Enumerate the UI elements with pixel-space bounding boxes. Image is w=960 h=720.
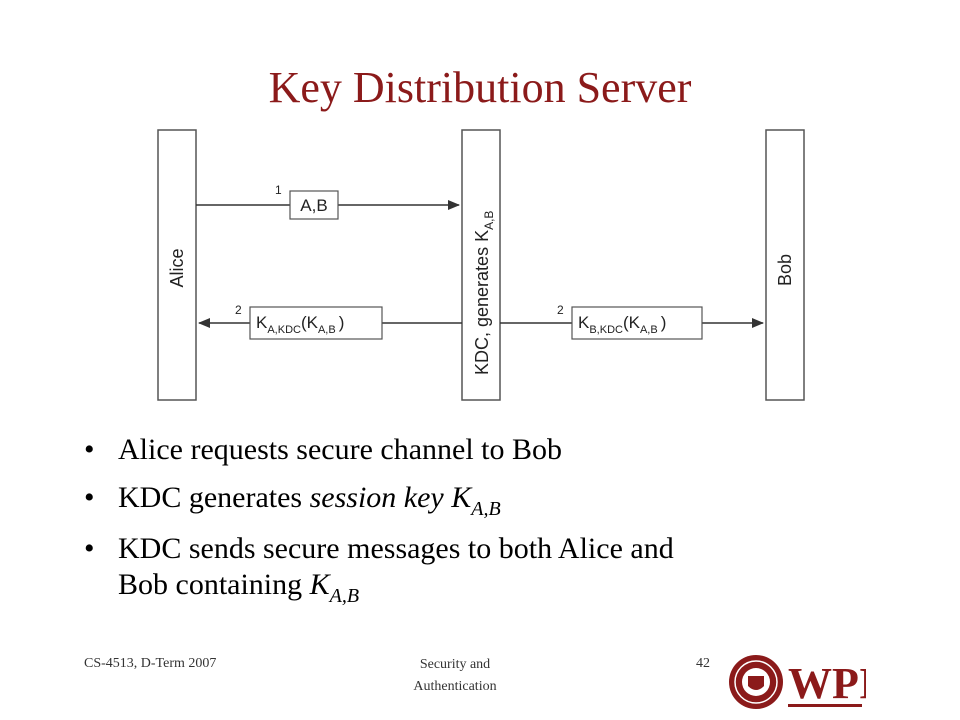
bullet-text-italic: K	[309, 568, 330, 601]
bullet-item: • KDC generates session key KA,B	[84, 480, 844, 520]
message-2b-box	[571, 306, 703, 340]
message-2b-number: 2	[557, 303, 564, 317]
kdc-label-sub: A,B	[482, 211, 496, 230]
kdc-label-prefix: KDC, generates K	[472, 230, 492, 375]
bullet-subscript: A,B	[329, 585, 360, 607]
bullet-text: Alice requests secure channel to Bob	[118, 433, 563, 466]
bullet-dot-icon: •	[84, 532, 95, 565]
message-2b-inner-sub: A,B	[640, 324, 658, 336]
message-2a-close: )	[339, 313, 345, 332]
bullet-dot-icon: •	[84, 433, 95, 466]
message-1-number: 1	[275, 183, 282, 197]
alice-label: Alice	[167, 248, 187, 287]
bullet-subscript: A,B	[471, 498, 501, 520]
footer-topic-line2: Authentication	[413, 679, 497, 694]
message-2b-key: K	[578, 313, 590, 332]
alice-column	[157, 129, 197, 401]
message-2b-label: KB,KDC(KA,B)	[578, 313, 666, 336]
bullet-text-line1: KDC sends secure messages to both Alice …	[118, 532, 674, 565]
bullet-text-italic: session key K	[309, 481, 472, 514]
wpi-logo: WPI	[729, 655, 866, 709]
footer-course: CS-4513, D-Term 2007	[84, 656, 217, 671]
message-1-box	[289, 190, 339, 220]
page-number: 42	[696, 656, 710, 671]
bullet-text-line2: Bob containing	[118, 568, 310, 601]
bob-column	[765, 129, 805, 401]
bullet-item: • KDC sends secure messages to both Alic…	[84, 531, 844, 607]
message-2a-label: KA,KDC(KA,B)	[256, 313, 344, 336]
message-2a-number: 2	[235, 303, 242, 317]
logo-text: WPI	[788, 659, 866, 708]
message-2b-close: )	[661, 313, 667, 332]
slide-title: Key Distribution Server	[268, 63, 692, 112]
message-2a-inner-sub: A,B	[318, 324, 336, 336]
message-2b-inner: (K	[623, 313, 641, 332]
bullet-list: • Alice requests secure channel to Bob •…	[84, 432, 844, 618]
message-2a-key: K	[256, 313, 268, 332]
footer-topic-line1: Security and	[419, 657, 491, 672]
footer-topic: Security and Authentication	[370, 654, 540, 698]
kdc-column	[461, 129, 501, 401]
message-2a-inner: (K	[301, 313, 319, 332]
bullet-dot-icon: •	[84, 481, 95, 514]
message-1-label: A,B	[300, 196, 327, 215]
key-distribution-diagram: Alice KDC, generates KA,B Bob A,B 1 2 KA…	[157, 129, 805, 401]
bullet-text-prefix: KDC generates	[118, 481, 310, 514]
message-2b-key-sub: B,KDC	[589, 324, 623, 336]
bob-label: Bob	[775, 254, 795, 286]
bullet-item: • Alice requests secure channel to Bob	[84, 432, 844, 468]
kdc-label: KDC, generates KA,B	[472, 211, 496, 375]
message-2a-box	[249, 306, 383, 340]
message-2a-key-sub: A,KDC	[267, 324, 301, 336]
